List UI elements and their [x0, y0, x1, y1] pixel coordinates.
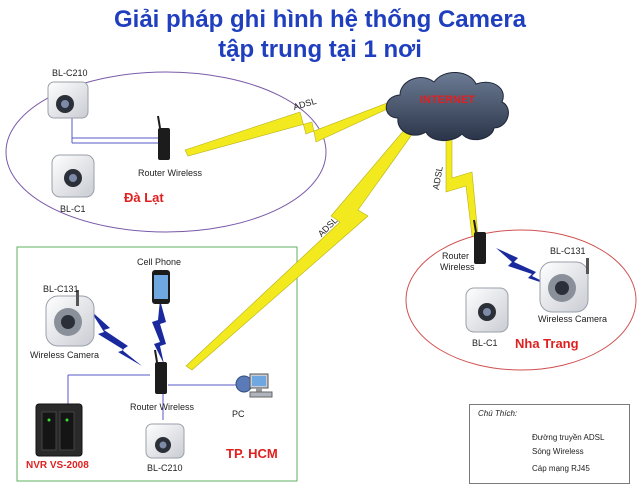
nhatrang-camera-label: BL-C1: [472, 338, 498, 348]
pc-icon: [235, 373, 273, 398]
router-icon-hcm: [154, 349, 167, 394]
camera-icon-nhatrang-bl-c1: [465, 287, 509, 333]
legend-wireless-label: Sóng Wireless: [532, 447, 584, 456]
hcm-pc-label: PC: [232, 409, 245, 419]
hcm-site-name: TP. HCM: [226, 446, 278, 461]
internet-cloud-icon: [385, 72, 509, 141]
nhatrang-router-label-2: Wireless: [440, 262, 475, 272]
legend-box: Chú Thích: Đường truyền ADSL Sóng Wirele…: [469, 404, 630, 484]
nvr-icon: [35, 403, 83, 457]
dalat-router-label: Router Wireless: [138, 168, 203, 178]
hcm-wireless-camera-label: Wireless Camera: [30, 350, 100, 360]
nhatrang-area: [405, 229, 637, 371]
adsl-link-nhatrang: [445, 127, 479, 237]
nhatrang-router-label-1: Router: [442, 251, 470, 261]
dalat-camera-bottom-label: BL-C1: [60, 204, 86, 214]
hcm-wireless-camera-model: BL-C131: [43, 284, 79, 294]
hcm-nvr-label: NVR VS-2008: [26, 460, 89, 471]
hcm-camera-label: BL-C210: [147, 463, 183, 473]
wireless-links: [90, 248, 552, 366]
adsl-link-dalat: [184, 99, 399, 157]
legend-title: Chú Thích:: [478, 409, 518, 418]
legend-adsl-label: Đường truyền ADSL: [532, 433, 605, 442]
legend-rj45-label: Cáp mạng RJ45: [532, 464, 590, 473]
hcm-cell-phone-label: Cell Phone: [137, 257, 182, 267]
camera-icon-dalat-bl-c210: [47, 81, 89, 119]
nhatrang-site-name: Nha Trang: [515, 336, 579, 351]
dalat-area: [5, 71, 327, 233]
nhatrang-wireless-camera-model: BL-C131: [550, 246, 586, 256]
page-title-line2: tập trung tại 1 nơi: [218, 36, 422, 63]
internet-label: INTERNET: [420, 94, 475, 106]
camera-icon-hcm-bl-c210: [145, 423, 185, 459]
hcm-router-label: Router Wireless: [130, 402, 195, 412]
cell-phone-icon: [152, 270, 170, 304]
camera-icon-dalat-bl-c1: [51, 154, 95, 198]
hcm-area: [16, 246, 298, 482]
router-icon-dalat: [157, 115, 170, 160]
adsl-link-hcm: [185, 121, 419, 371]
dalat-camera-top-label: BL-C210: [52, 68, 88, 78]
dalat-site-name: Đà Lạt: [124, 190, 164, 205]
wireless-camera-icon-hcm: [45, 290, 95, 347]
page-title-line1: Giải pháp ghi hình hệ thống Camera: [113, 6, 527, 33]
router-icon-nhatrang: [473, 219, 486, 264]
nhatrang-wireless-camera-label: Wireless Camera: [538, 314, 608, 324]
wireless-camera-icon-nhatrang: [539, 258, 589, 313]
